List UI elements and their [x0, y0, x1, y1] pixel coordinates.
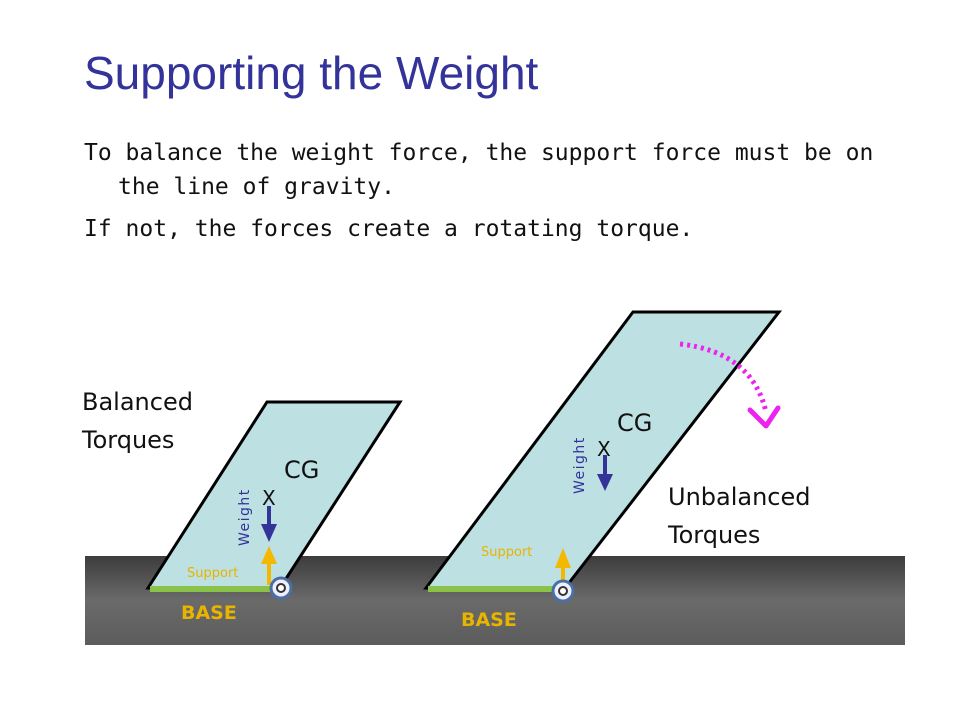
- weight-label-left: Weight: [237, 488, 253, 546]
- cg-marker-right: X: [597, 437, 611, 461]
- rotation-arrow-icon: [679, 341, 781, 429]
- support-label-left: Support: [187, 566, 238, 581]
- pivot-icon-left: [269, 576, 293, 600]
- cg-label-left: CG: [284, 456, 319, 484]
- page-title: Supporting the Weight: [84, 47, 539, 99]
- bullet-2: If not, the forces create a rotating tor…: [84, 216, 694, 242]
- support-label-right: Support: [481, 545, 532, 560]
- unbalanced-caption-line1: Unbalanced: [668, 483, 811, 511]
- base-label-left: BASE: [181, 602, 237, 624]
- pivot-icon-right: [551, 579, 575, 603]
- balanced-caption-line1: Balanced: [82, 388, 193, 416]
- balanced-caption-line2: Torques: [81, 426, 174, 454]
- support-arrowhead-right: [555, 548, 571, 568]
- body-text: To balance the weight force, the support…: [84, 136, 904, 246]
- cg-marker-left: X: [262, 486, 276, 510]
- unbalanced-caption-line2: Torques: [667, 521, 760, 549]
- support-arrowhead-left: [261, 546, 277, 564]
- weight-arrowhead-left: [261, 524, 277, 542]
- cg-label-right: CG: [617, 409, 652, 437]
- base-label-right: BASE: [461, 609, 517, 631]
- weight-label-right: Weight: [572, 436, 588, 494]
- bullet-1: To balance the weight force, the support…: [84, 140, 874, 200]
- weight-arrowhead-right: [597, 474, 613, 491]
